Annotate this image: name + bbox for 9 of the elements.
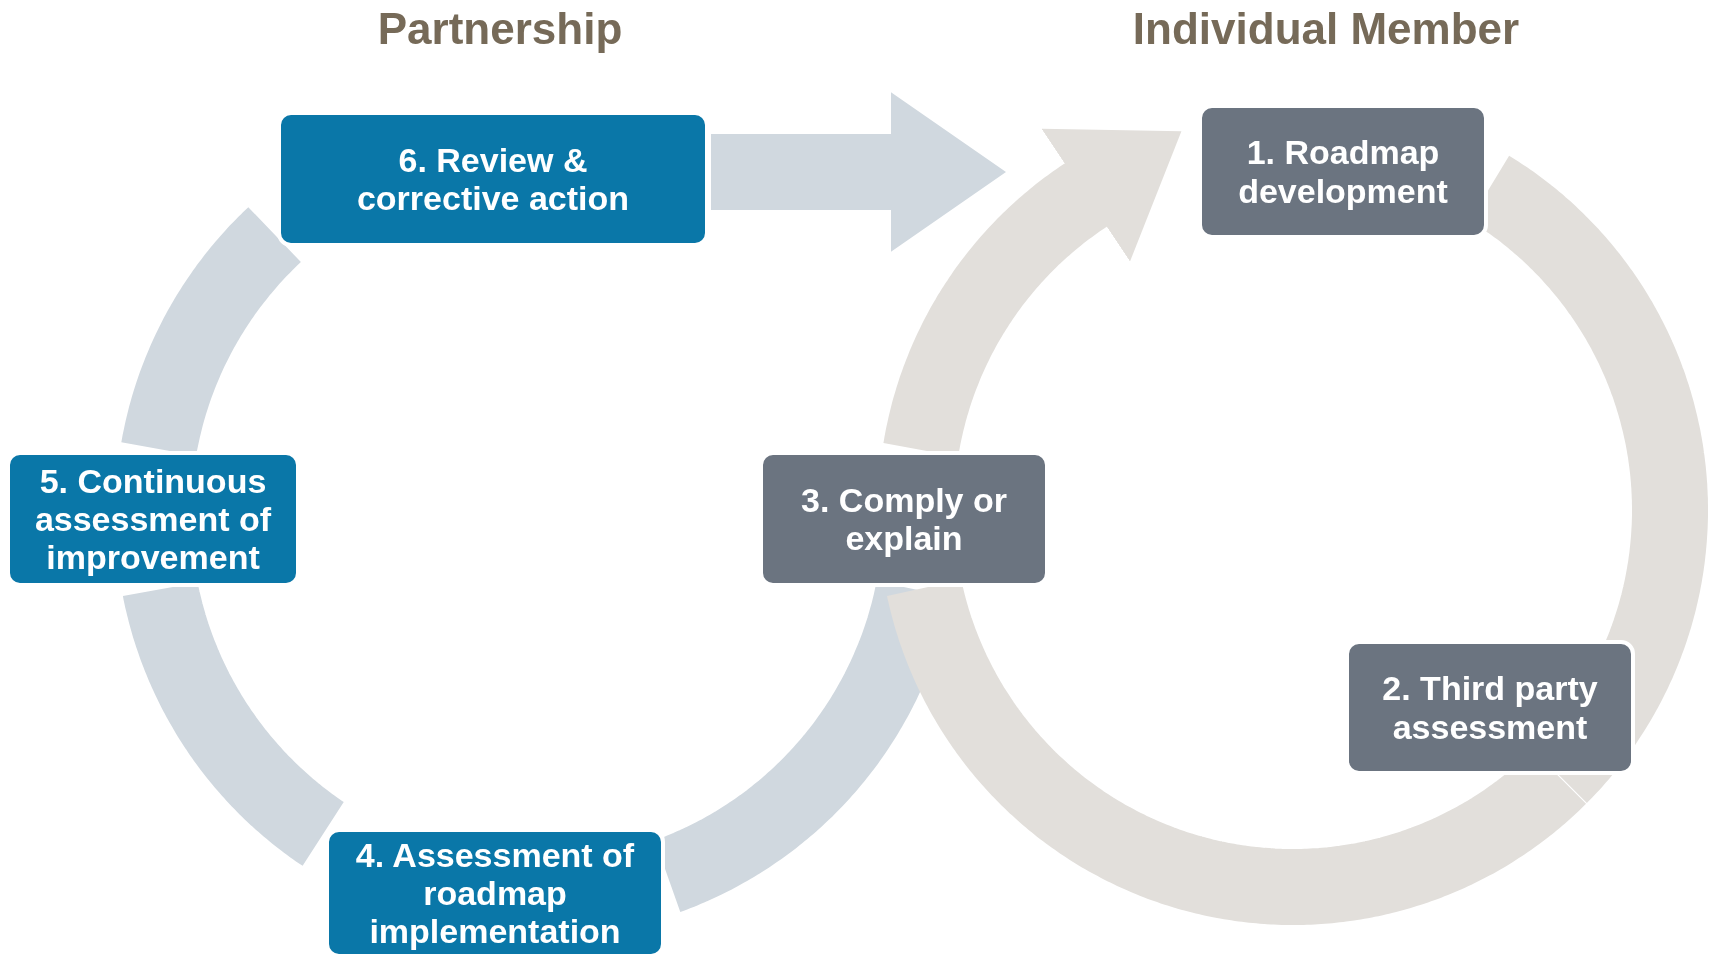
- step-text: 6. Review & corrective action: [355, 140, 631, 218]
- step-text: 3. Comply or explain: [800, 480, 1008, 558]
- step-text: 2. Third party assessment: [1381, 669, 1599, 746]
- step-text: 4. Assessment of roadmap implementation: [354, 835, 636, 951]
- step-text: 5. Continuous assessment of improvement: [33, 461, 273, 577]
- section-heading: Individual Member: [1132, 4, 1520, 54]
- step-text: 1. Roadmap development: [1237, 133, 1449, 210]
- block-arrow: [711, 92, 1006, 252]
- section-heading: Partnership: [377, 4, 623, 54]
